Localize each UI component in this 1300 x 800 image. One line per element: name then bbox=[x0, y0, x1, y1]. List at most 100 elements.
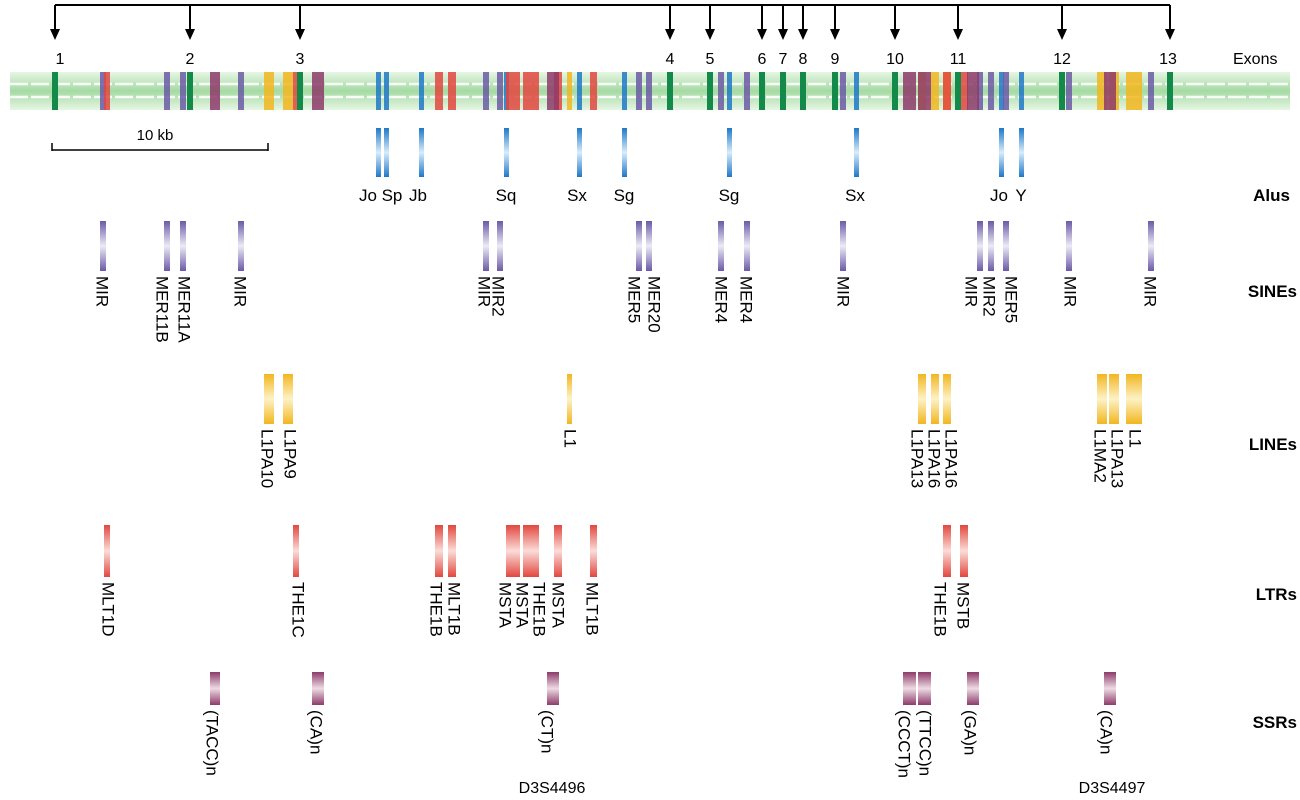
element-block bbox=[988, 221, 994, 271]
sine-bar-mark bbox=[100, 72, 106, 110]
exon-3-block-top bbox=[297, 72, 303, 110]
exon-number-8: 8 bbox=[799, 51, 808, 68]
sine-bar-mark bbox=[497, 72, 503, 110]
element-block bbox=[590, 525, 597, 577]
element-block bbox=[622, 128, 627, 177]
category-alus: Alus bbox=[1253, 186, 1290, 205]
exon-2-block-top bbox=[187, 72, 193, 110]
alu-label: Y bbox=[1015, 186, 1026, 205]
ltr-bar-mark bbox=[506, 72, 520, 110]
element-block bbox=[164, 221, 170, 271]
element-block bbox=[506, 525, 520, 577]
element-block bbox=[523, 525, 539, 577]
sine-element-mir: MIR bbox=[93, 221, 112, 307]
exon-arrow-7 bbox=[778, 5, 788, 40]
alu-bar-mark bbox=[727, 72, 732, 110]
element-block bbox=[1126, 374, 1142, 424]
line-label: L1MA2 bbox=[1091, 429, 1110, 483]
line-bar-mark bbox=[931, 72, 939, 110]
element-block bbox=[903, 672, 916, 705]
alu-bar-mark bbox=[622, 72, 627, 110]
exon-arrow-3 bbox=[295, 5, 305, 40]
exon-number-11: 11 bbox=[950, 51, 967, 68]
element-block bbox=[967, 672, 979, 705]
line-element-l1pa9: L1PA9 bbox=[281, 374, 300, 479]
alu-label: Sg bbox=[719, 186, 740, 205]
element-block bbox=[918, 672, 931, 705]
element-block bbox=[1003, 221, 1009, 271]
sine-bar-mark bbox=[718, 72, 724, 110]
sine-element-mer5: MER5 bbox=[625, 221, 644, 323]
ssr-element-ga-n: (GA)n bbox=[961, 672, 980, 755]
exon-number-6: 6 bbox=[758, 51, 767, 68]
ssr-label: (CCCT)n bbox=[895, 710, 914, 778]
sine-bar-mark bbox=[164, 72, 170, 110]
element-block bbox=[718, 221, 724, 271]
exon-arrowhead bbox=[890, 29, 900, 40]
alu-label: Jb bbox=[409, 186, 427, 205]
ssr-label: (CT)n bbox=[538, 710, 557, 753]
ltr-element-msta: MSTA bbox=[549, 525, 568, 629]
sine-label: MER5 bbox=[625, 276, 644, 323]
sine-element-mer4: MER4 bbox=[712, 221, 731, 323]
exon-arrowhead bbox=[953, 29, 963, 40]
sine-label: MER5 bbox=[1002, 276, 1021, 323]
element-block bbox=[1019, 128, 1024, 177]
line-bar-mark bbox=[1126, 72, 1142, 110]
exon-8-block-top bbox=[800, 72, 806, 110]
sine-element-mer11b: MER11B bbox=[153, 221, 172, 343]
ltr-element-msta: MSTA bbox=[513, 525, 539, 629]
element-block bbox=[744, 221, 750, 271]
exon-12-block-top bbox=[1059, 72, 1065, 110]
ltr-element-the1b: THE1B bbox=[931, 525, 951, 637]
element-block bbox=[448, 525, 456, 577]
sine-bar-mark bbox=[744, 72, 750, 110]
element-block bbox=[943, 525, 951, 577]
sine-element-mir: MIR bbox=[1061, 221, 1080, 307]
element-block bbox=[636, 221, 642, 271]
exon-arrow-10 bbox=[890, 5, 900, 40]
category-ltrs: LTRs bbox=[1256, 585, 1297, 604]
exon-arrowhead bbox=[798, 29, 808, 40]
exon-number-4: 4 bbox=[666, 51, 675, 68]
line-element-l1pa16: L1PA16 bbox=[925, 374, 944, 488]
element-block bbox=[577, 128, 582, 177]
line-label: L1PA13 bbox=[1108, 429, 1127, 488]
sine-element-mer5: MER5 bbox=[1002, 221, 1021, 323]
exon-7-block-top bbox=[780, 72, 786, 110]
sine-label: MER4 bbox=[737, 276, 756, 323]
sine-bar-mark bbox=[988, 72, 994, 110]
ltr-element-the1b: THE1B bbox=[427, 525, 446, 637]
exons-header: Exons bbox=[1233, 51, 1277, 68]
element-block bbox=[1109, 374, 1119, 424]
sine-element-mer20: MER20 bbox=[645, 221, 664, 333]
sine-element-mer11a: MER11A bbox=[175, 221, 194, 343]
exon-arrowhead bbox=[705, 29, 715, 40]
sine-bar-mark bbox=[180, 72, 186, 110]
exon-arrow-11 bbox=[953, 5, 963, 40]
category-ssrs: SSRs bbox=[1253, 713, 1297, 732]
exon-number-2: 2 bbox=[186, 51, 195, 68]
alu-element-sg: Sg bbox=[719, 128, 740, 205]
gene-bar bbox=[10, 72, 1290, 110]
exon-1-block-top bbox=[52, 72, 58, 110]
element-block bbox=[646, 221, 652, 271]
sine-label: MIR bbox=[475, 276, 494, 307]
sine-bar-mark bbox=[1066, 72, 1072, 110]
alu-element-jo: Jo bbox=[359, 128, 381, 205]
ssr-bar-mark bbox=[967, 72, 979, 110]
ltr-label: MLT1D bbox=[99, 582, 118, 636]
element-block bbox=[497, 221, 503, 271]
exon-arrow-13 bbox=[1165, 5, 1175, 40]
line-label: L1PA16 bbox=[925, 429, 944, 488]
alu-label: Sx bbox=[567, 186, 587, 205]
sine-element-mer4: MER4 bbox=[737, 221, 756, 323]
ltr-bar-mark bbox=[448, 72, 456, 110]
exon-arrowhead bbox=[1057, 29, 1067, 40]
ssr-bar-mark bbox=[918, 72, 931, 110]
element-block bbox=[567, 374, 572, 424]
exon-number-7: 7 bbox=[779, 51, 788, 68]
alu-element-sx: Sx bbox=[845, 128, 865, 205]
